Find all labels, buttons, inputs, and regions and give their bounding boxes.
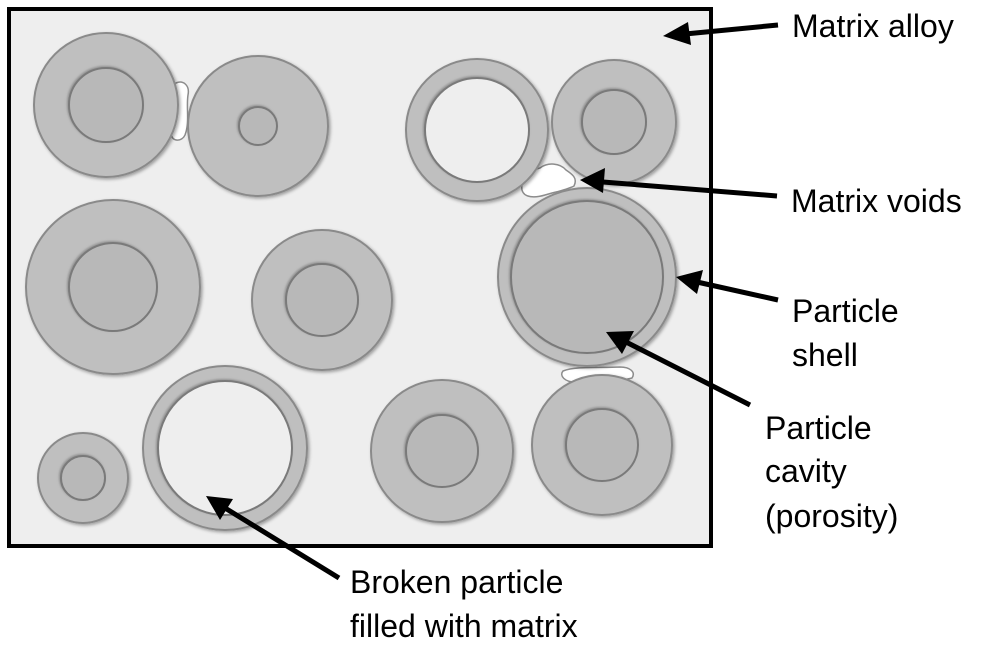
label-matrix-alloy: Matrix alloy [792, 8, 954, 44]
particle [187, 55, 329, 197]
label-particle-cavity-line3: (porosity) [765, 498, 898, 534]
label-particle-shell-line2: shell [792, 337, 858, 373]
arrows [206, 22, 779, 581]
arrow-matrix-alloy [663, 22, 779, 45]
arrow-matrix-voids [580, 168, 778, 199]
particles [25, 32, 677, 531]
particle [33, 32, 179, 178]
particle [37, 432, 129, 524]
label-particle-cavity-line2: cavity [765, 453, 847, 489]
particle [251, 229, 393, 371]
particle [405, 58, 549, 202]
label-broken-particle-line2: filled with matrix [350, 608, 578, 644]
arrow-particle-shell [676, 270, 779, 303]
particle [551, 59, 677, 185]
particle [531, 374, 673, 516]
label-particle-shell-line1: Particle [792, 293, 899, 329]
particle [25, 199, 201, 375]
particle-large [497, 187, 677, 367]
particle [370, 379, 514, 523]
label-particle-cavity-line1: Particle [765, 410, 872, 446]
label-broken-particle-line1: Broken particle [350, 564, 563, 600]
arrow-particle-cavity [606, 331, 752, 408]
label-matrix-voids: Matrix voids [791, 183, 962, 219]
broken-particle [142, 365, 308, 531]
arrow-broken-particle [206, 496, 341, 581]
